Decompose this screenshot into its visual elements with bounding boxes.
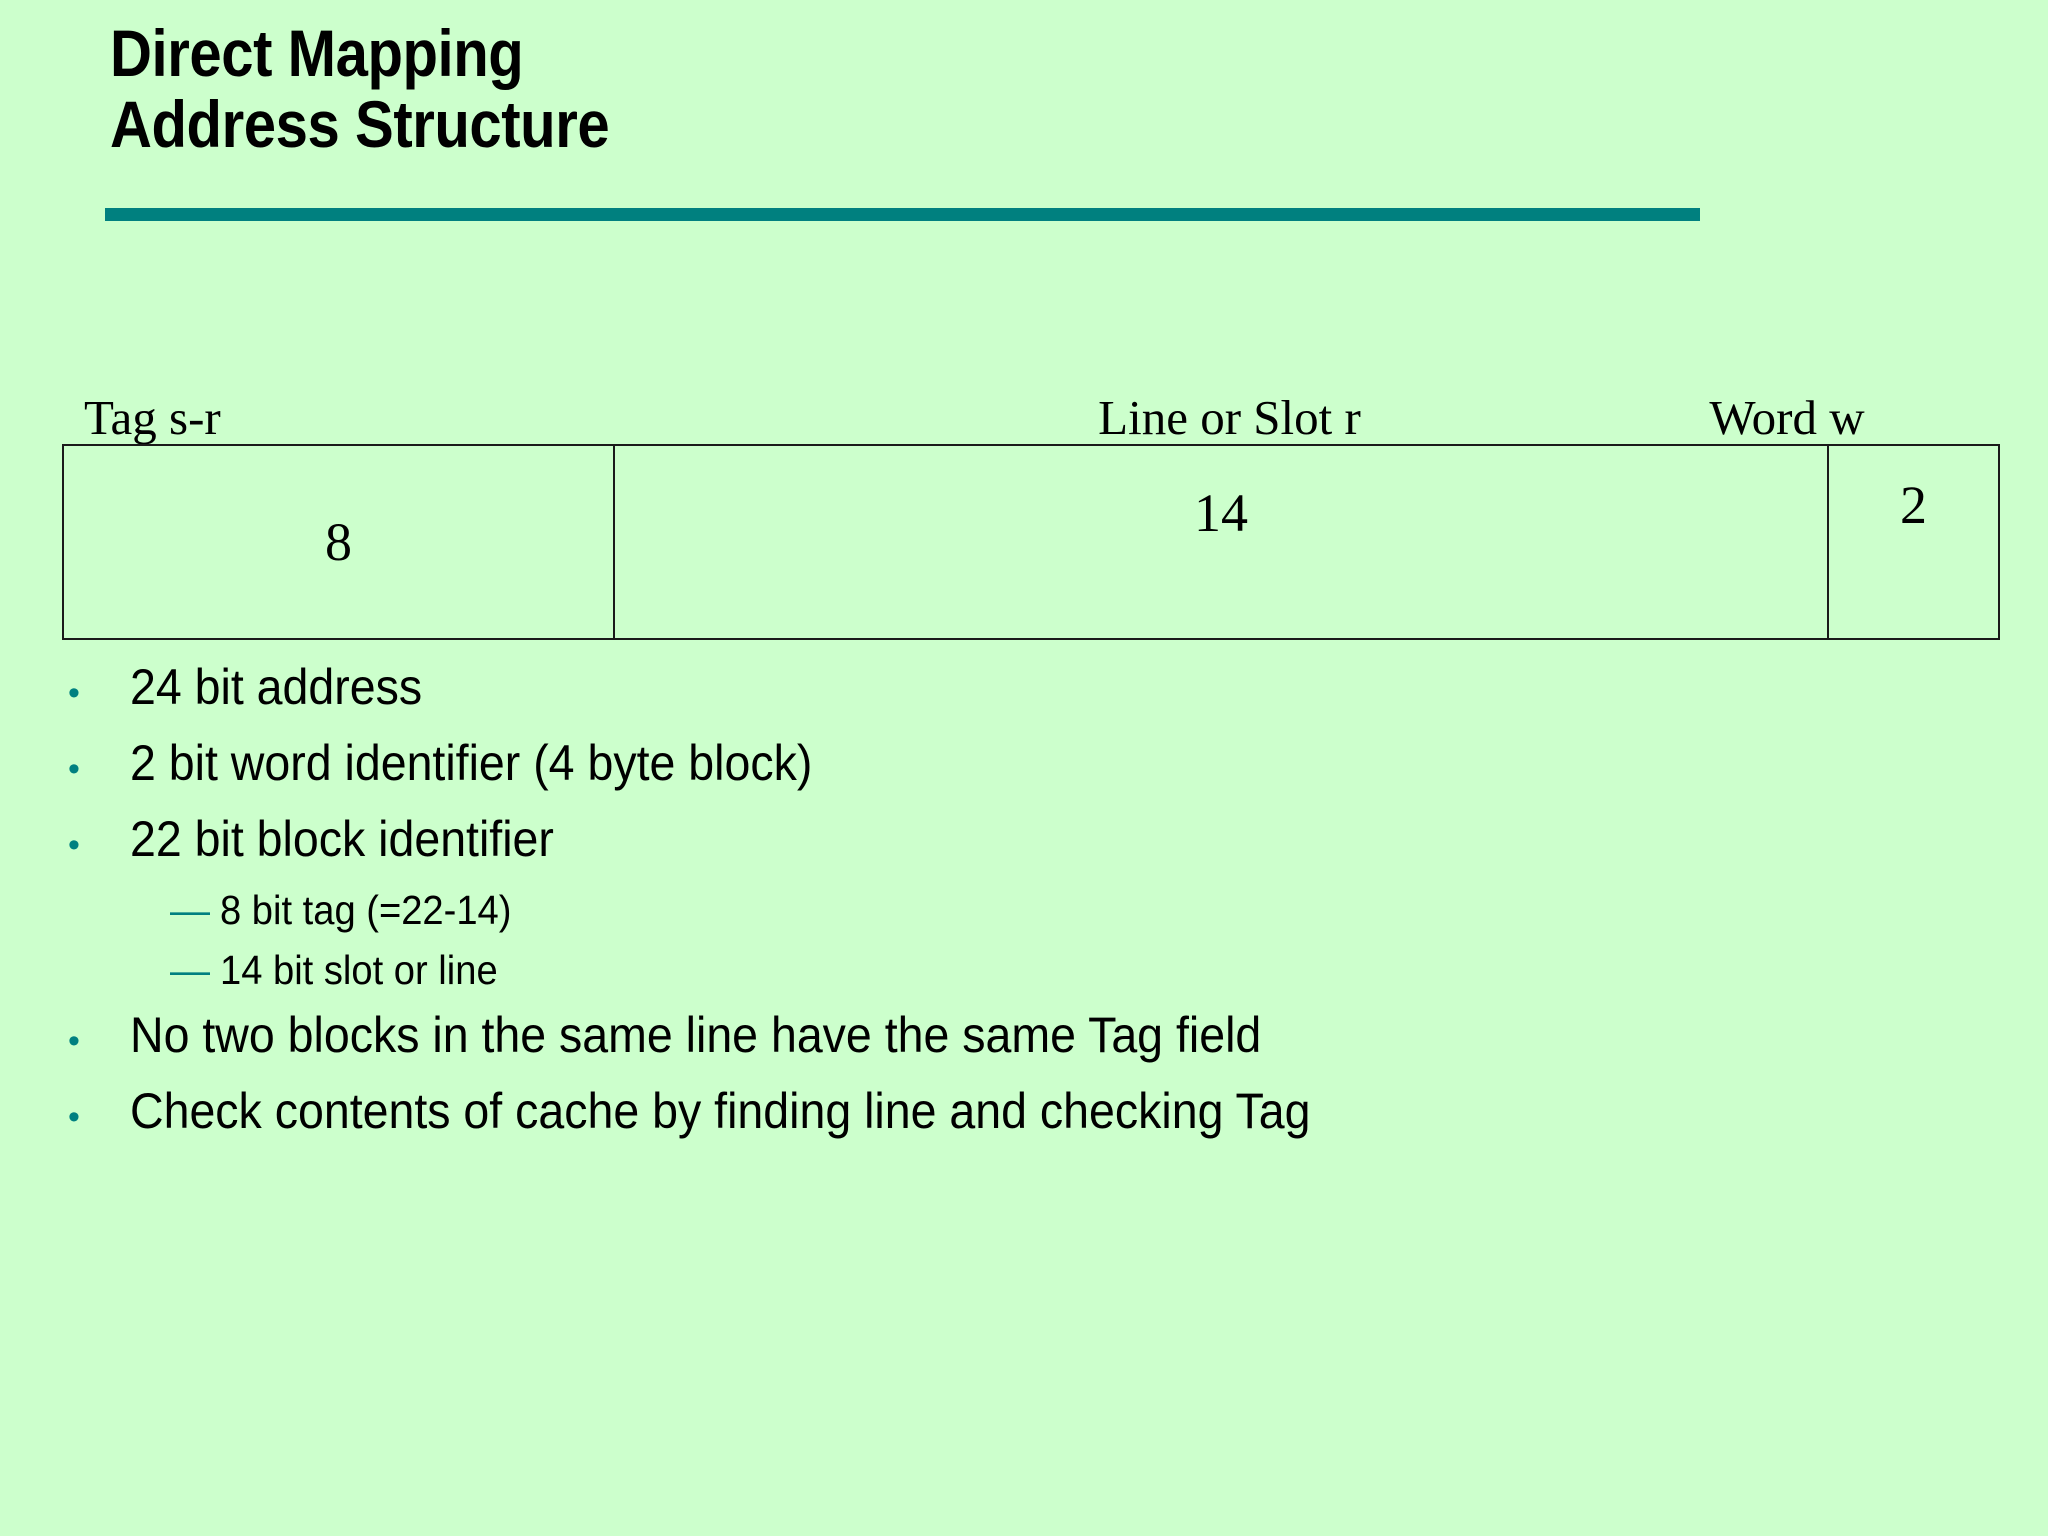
list-item-label: 14 bit slot or line [220,947,498,994]
bullet-dot-icon: • [68,674,80,712]
field-label-line-or-slot: Line or Slot r [1098,390,1361,445]
list-item: • 2 bit word identifier (4 byte block) [60,731,1960,795]
title-underline-rule [105,208,1700,221]
field-label-word: Word w [1709,390,1865,445]
list-item: • No two blocks in the same line have th… [60,1003,1960,1067]
field-bits-word: 2 [1900,475,1927,535]
list-item-label: 24 bit address [130,659,423,715]
list-item-label: 8 bit tag (=22-14) [220,887,512,933]
bullet-dot-icon: • [68,750,80,788]
list-item: — 8 bit tag (=22-14) [60,883,1960,937]
bullet-list: • 24 bit address • 2 bit word identifier… [60,655,1960,1155]
list-item: • 22 bit block identifier [60,807,1960,871]
field-box-tag: 8 [62,444,615,640]
list-item-label: 2 bit word identifier (4 byte block) [130,735,813,791]
bullet-dot-icon: • [68,826,80,864]
bullet-dash-icon: — [170,889,210,933]
list-item-label: No two blocks in the same line have the … [130,1007,1262,1064]
list-item: • 24 bit address [60,655,1960,719]
bullet-dot-icon: • [68,1022,80,1061]
field-bits-tag: 8 [325,512,352,572]
bullet-dot-icon: • [68,1098,80,1137]
page-title: Direct Mapping Address Structure [110,16,1910,162]
field-label-tag: Tag s-r [84,390,221,445]
list-item: — 14 bit slot or line [60,943,1960,997]
page-title-line-1: Direct Mapping [110,16,524,90]
address-structure-diagram: Tag s-r Line or Slot r Word w 8 14 2 [62,393,2000,640]
field-bits-line-or-slot: 14 [1194,483,1248,543]
list-item-label: 22 bit block identifier [130,811,554,867]
field-box-line-or-slot: 14 [613,444,1829,640]
page-title-line-2: Address Structure [110,87,610,162]
list-item-label: Check contents of cache by finding line … [130,1083,1311,1140]
bullet-dash-icon: — [170,949,210,994]
list-item: • Check contents of cache by finding lin… [60,1079,1960,1143]
field-box-word: 2 [1827,444,2000,640]
